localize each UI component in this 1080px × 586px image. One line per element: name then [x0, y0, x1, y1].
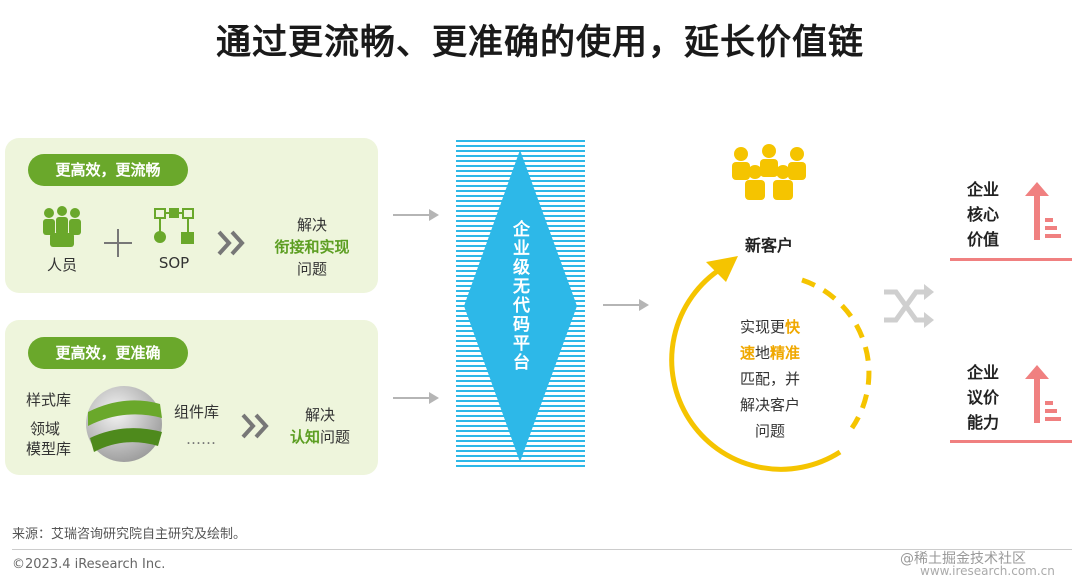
arrow-line — [603, 304, 639, 306]
result-suffix: 问题 — [296, 260, 327, 278]
arrow-head — [639, 299, 649, 311]
cycle-line-4: 解决客户 — [739, 396, 800, 414]
lib-domain-a: 领域 — [30, 420, 61, 438]
layered-sphere-icon — [86, 386, 162, 462]
pill-smooth: 更高效，更流畅 — [28, 154, 188, 186]
double-chevron-icon — [217, 230, 245, 256]
arrow-head — [429, 392, 439, 404]
outcome-line: 核心 — [966, 205, 999, 224]
outcome-core-value: 企业 核心 价值 — [958, 177, 1008, 252]
outcome-bargaining: 企业 议价 能力 — [958, 360, 1008, 435]
people-label: 人员 — [46, 256, 77, 274]
sop-flow-icon — [154, 208, 194, 244]
outcome-line: 能力 — [966, 413, 999, 432]
customer-group-icon — [732, 144, 806, 200]
watermark-url: www.iresearch.com.cn — [920, 564, 1055, 578]
lib-style: 样式库 — [26, 391, 72, 409]
watermark: @稀土掘金技术社区 — [900, 551, 1026, 567]
outcome-line: 价值 — [966, 230, 999, 249]
footer-divider — [12, 549, 1072, 550]
lib-more: …… — [186, 430, 216, 448]
outcome-line: 企业 — [966, 180, 999, 199]
growth-arrow-icon — [1025, 365, 1061, 423]
cycle-text-part: 实现更 — [739, 318, 785, 336]
lib-domain-b: 模型库 — [26, 440, 72, 458]
outcome-line: 议价 — [966, 388, 999, 407]
cycle-highlight: 快 — [785, 318, 801, 336]
customer-label: 新客户 — [744, 236, 793, 255]
shuffle-icon — [884, 284, 934, 328]
result-prefix: 解决 — [296, 216, 327, 234]
cycle-ring — [669, 256, 872, 472]
arrow-line — [393, 397, 429, 399]
arrow-line — [393, 214, 429, 216]
result-highlight: 认知 — [289, 428, 320, 446]
platform-label: 企业级无代码平台 — [509, 220, 529, 372]
result-text-bottom: 解决 认知问题 — [280, 404, 360, 448]
double-chevron-icon — [241, 413, 269, 439]
cycle-text: 实现更快 速地精准 匹配，并 解决客户 问题 — [715, 314, 825, 444]
cycle-line-5: 问题 — [754, 422, 785, 440]
cycle-highlight: 速 — [739, 344, 755, 362]
result-prefix: 解决 — [304, 406, 335, 424]
arrow-head — [429, 209, 439, 221]
result-line2: 认知问题 — [280, 426, 360, 448]
cycle-line-3: 匹配，并 — [739, 370, 800, 388]
growth-arrow-icon — [1025, 182, 1061, 240]
platform-diamond — [464, 150, 577, 462]
cycle-highlight: 精准 — [770, 344, 801, 362]
lib-component: 组件库 — [174, 403, 220, 421]
copyright: ©2023.4 iResearch Inc. — [12, 557, 166, 572]
cycle-line-1: 实现更快 — [715, 314, 825, 340]
divider-red — [950, 440, 1072, 443]
cycle-line-2: 速地精准 — [715, 340, 825, 366]
result-highlight: 衔接和实现 — [274, 238, 350, 256]
page-title: 通过更流畅、更准确的使用，延长价值链 — [215, 23, 864, 63]
result-suffix: 问题 — [320, 428, 351, 446]
pill-accurate: 更高效，更准确 — [28, 337, 188, 369]
plus-icon — [104, 229, 132, 257]
people-icon — [43, 206, 81, 247]
result-text-top: 解决 衔接和实现 问题 — [262, 214, 362, 280]
sop-label: SOP — [158, 254, 190, 272]
source-note: 来源：艾瑞咨询研究院自主研究及绘制。 — [12, 527, 247, 542]
outcome-line: 企业 — [966, 363, 999, 382]
cycle-text-part: 地 — [754, 344, 770, 362]
divider-red — [950, 258, 1072, 261]
